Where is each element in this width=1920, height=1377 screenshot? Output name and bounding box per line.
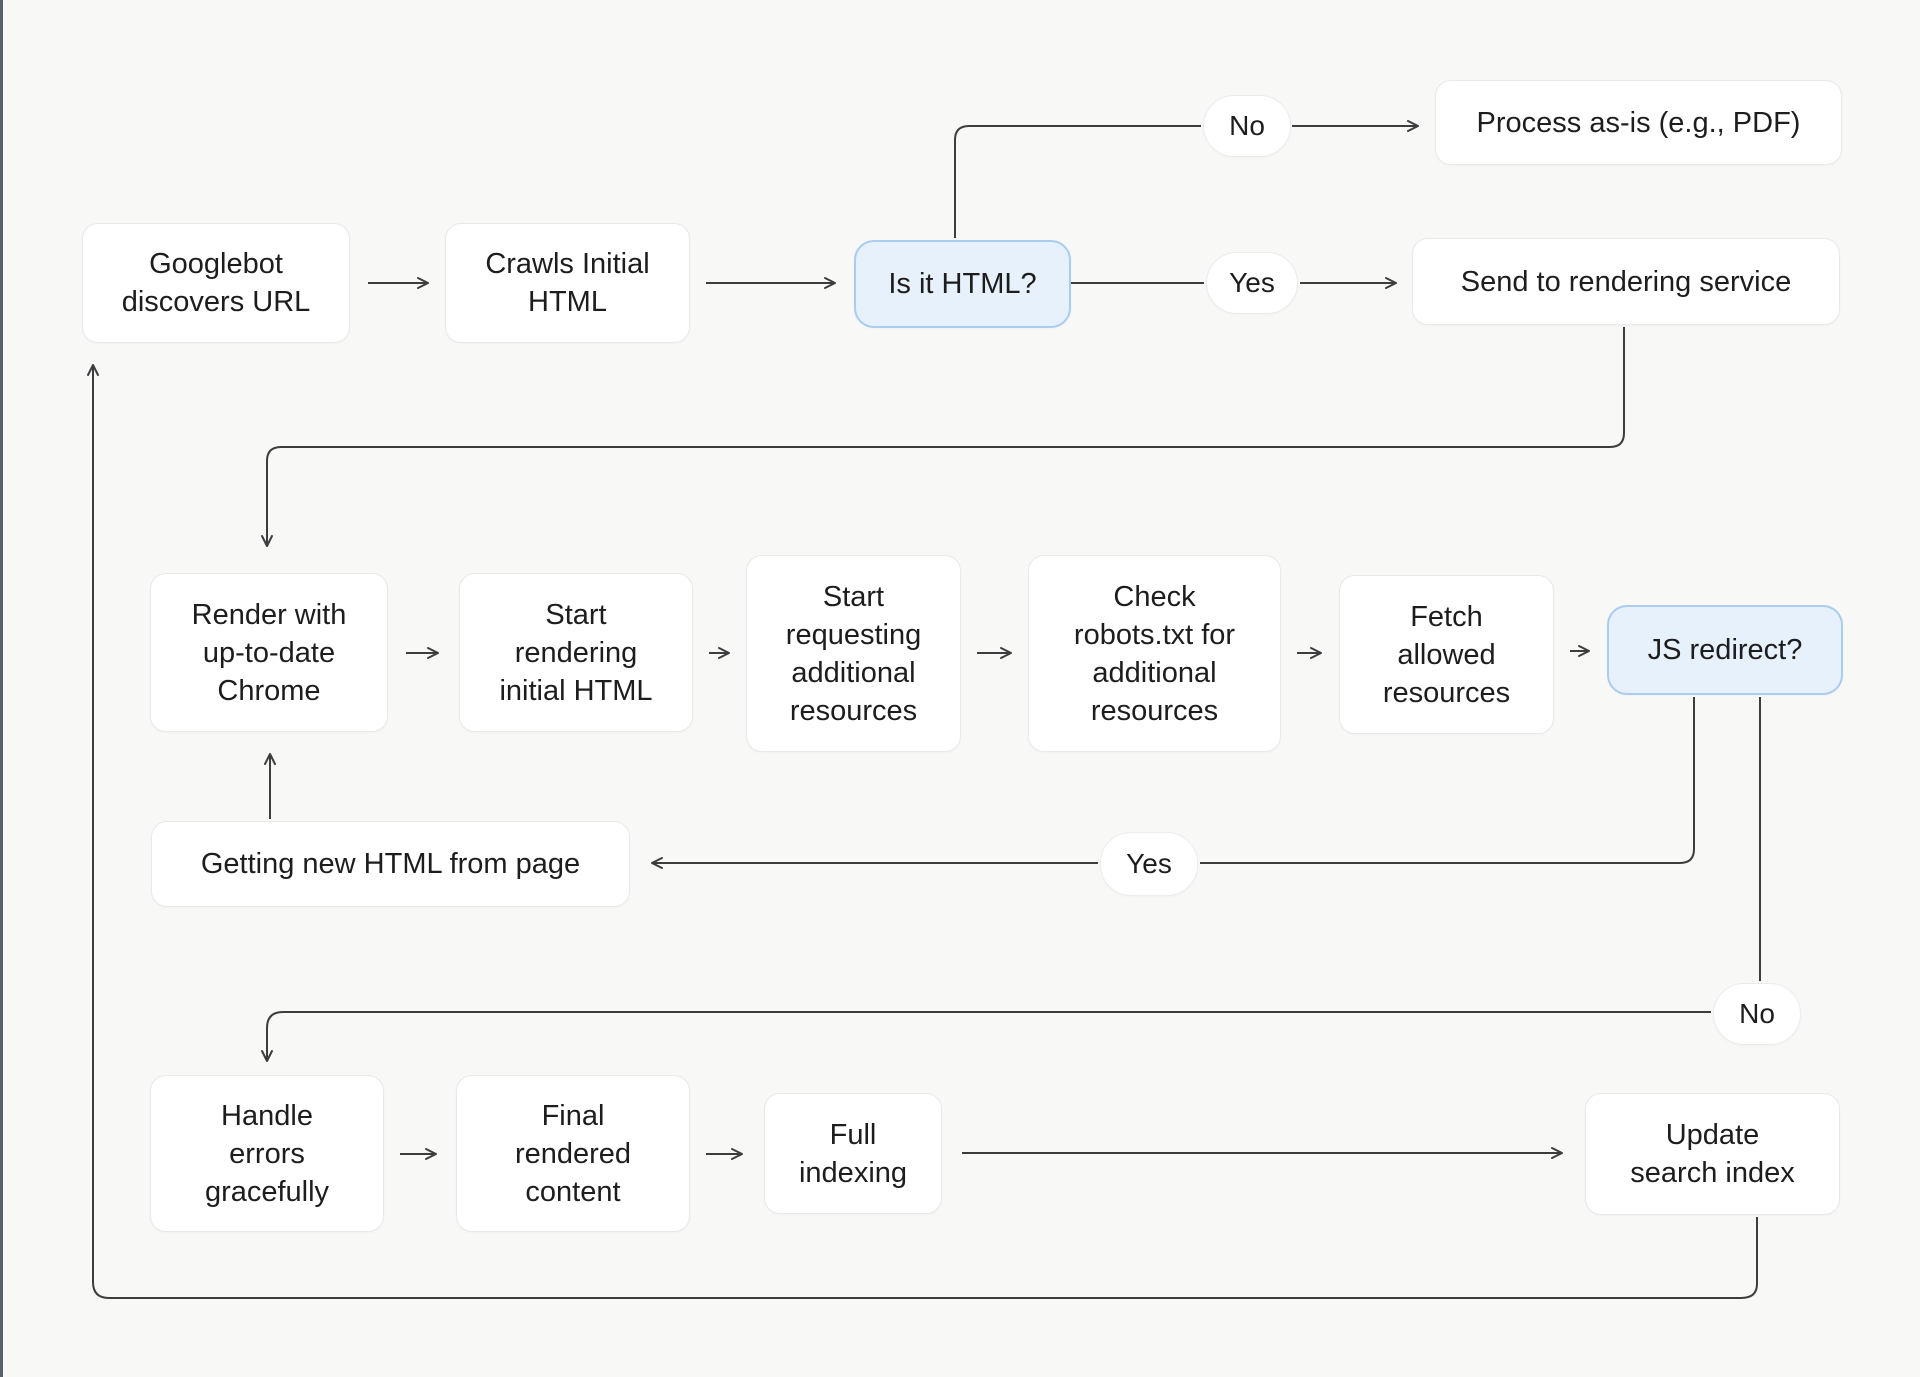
node-start-rendering-initial-html: Start rendering initial HTML [459, 573, 693, 732]
node-start-requesting-resources: Start requesting additional resources [746, 555, 961, 752]
node-full-indexing: Full indexing [764, 1093, 942, 1214]
edge-label-yes-html: Yes [1206, 252, 1298, 314]
node-handle-errors-gracefully: Handle errors gracefully [150, 1075, 384, 1232]
node-render-with-chrome: Render with up-to-date Chrome [150, 573, 388, 732]
node-getting-new-html: Getting new HTML from page [151, 821, 630, 907]
node-send-to-rendering-service: Send to rendering service [1412, 238, 1840, 325]
node-check-robots-txt: Check robots.txt for additional resource… [1028, 555, 1281, 752]
edge-isithtml-to-no1 [954, 125, 1201, 238]
node-googlebot-discovers-url: Googlebot discovers URL [82, 223, 350, 343]
node-crawls-initial-html: Crawls Initial HTML [445, 223, 690, 343]
node-final-rendered-content: Final rendered content [456, 1075, 690, 1232]
edge-no2-to-handleerrors [261, 1011, 1711, 1062]
node-js-redirect-decision: JS redirect? [1607, 605, 1843, 695]
node-update-search-index: Update search index [1585, 1093, 1840, 1215]
node-fetch-allowed-resources: Fetch allowed resources [1339, 575, 1554, 734]
window-left-edge [0, 0, 3, 1377]
edge-updateindex-loop-to-googlebot [87, 364, 1758, 1299]
node-process-as-is: Process as-is (e.g., PDF) [1435, 80, 1842, 165]
edge-jsredirect-to-yes2 [1200, 697, 1695, 864]
edge-send-to-render [261, 327, 1625, 547]
edge-label-no-html: No [1203, 95, 1291, 157]
edge-label-yes-js-redirect: Yes [1100, 832, 1198, 896]
node-is-it-html-decision: Is it HTML? [854, 240, 1071, 328]
edge-label-no-js-redirect: No [1713, 983, 1801, 1045]
